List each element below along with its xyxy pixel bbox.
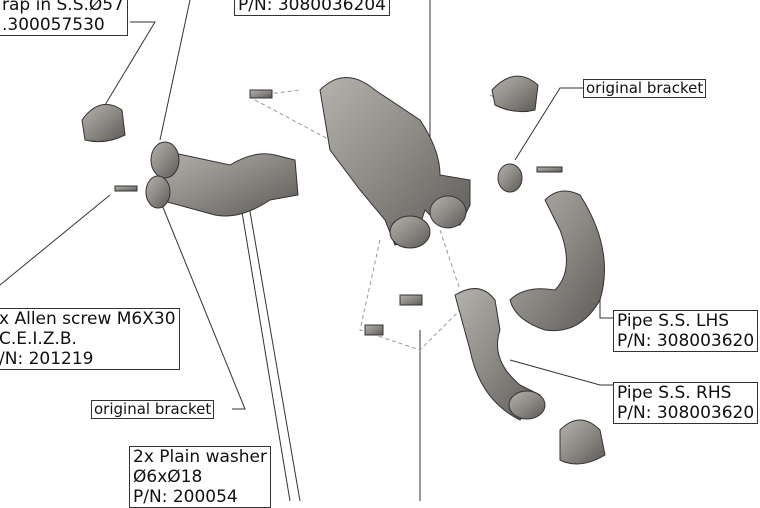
leader-lines bbox=[0, 0, 615, 501]
label-line: P/N: 308003620 bbox=[617, 331, 755, 351]
label-line: /N: 201219 bbox=[0, 349, 94, 369]
label-pipe-rhs: Pipe S.S. RHS P/N: 308003620 bbox=[613, 382, 759, 424]
spring bbox=[399, 294, 423, 306]
label-line: rap in S.S.Ø57 bbox=[2, 0, 124, 15]
pipe-rhs bbox=[454, 288, 541, 421]
screw bbox=[536, 166, 563, 173]
parts bbox=[81, 75, 606, 465]
left-pipe-flange bbox=[145, 175, 171, 209]
bracket-right bbox=[497, 163, 523, 193]
label-manifold: P/N: 3080036204 bbox=[234, 0, 390, 16]
label-pipe-lhs: Pipe S.S. LHS P/N: 308003620 bbox=[613, 310, 759, 352]
label-line: P/N: 3080036204 bbox=[238, 0, 386, 15]
left-pipe bbox=[159, 149, 299, 217]
label-line: Pipe S.S. RHS bbox=[617, 383, 732, 403]
label-line: Ø6xØ18 bbox=[133, 467, 203, 487]
manifold-outlet bbox=[429, 195, 467, 229]
label-bracket-right: original bracket bbox=[583, 79, 707, 98]
label-allen-screw: x Allen screw M6X30 C.E.I.Z.B. /N: 20121… bbox=[0, 308, 180, 370]
label-line: P/N: 200054 bbox=[133, 487, 238, 507]
pipe-rhs-end bbox=[508, 390, 546, 420]
clamp-top-right bbox=[491, 75, 539, 113]
clamp-bottom-right bbox=[559, 419, 606, 465]
spring bbox=[364, 324, 384, 336]
clamp-top-left bbox=[81, 103, 126, 143]
label-strap: rap in S.S.Ø57 .300057530 bbox=[0, 0, 128, 36]
manifold-outlet bbox=[389, 215, 431, 249]
label-line: Pipe S.S. LHS bbox=[617, 311, 730, 331]
label-line: x Allen screw M6X30 bbox=[0, 309, 176, 329]
left-pipe-flange bbox=[150, 141, 180, 179]
label-line: .300057530 bbox=[2, 15, 105, 35]
label-line: P/N: 308003620 bbox=[617, 403, 755, 423]
label-bracket-left: original bracket bbox=[91, 400, 215, 419]
label-plain-washer: 2x Plain washer Ø6xØ18 P/N: 200054 bbox=[129, 446, 271, 508]
pipe-lhs bbox=[509, 190, 605, 332]
label-line: 2x Plain washer bbox=[133, 447, 267, 467]
spring bbox=[249, 89, 273, 99]
screw bbox=[114, 185, 138, 192]
label-line: C.E.I.Z.B. bbox=[0, 329, 77, 349]
